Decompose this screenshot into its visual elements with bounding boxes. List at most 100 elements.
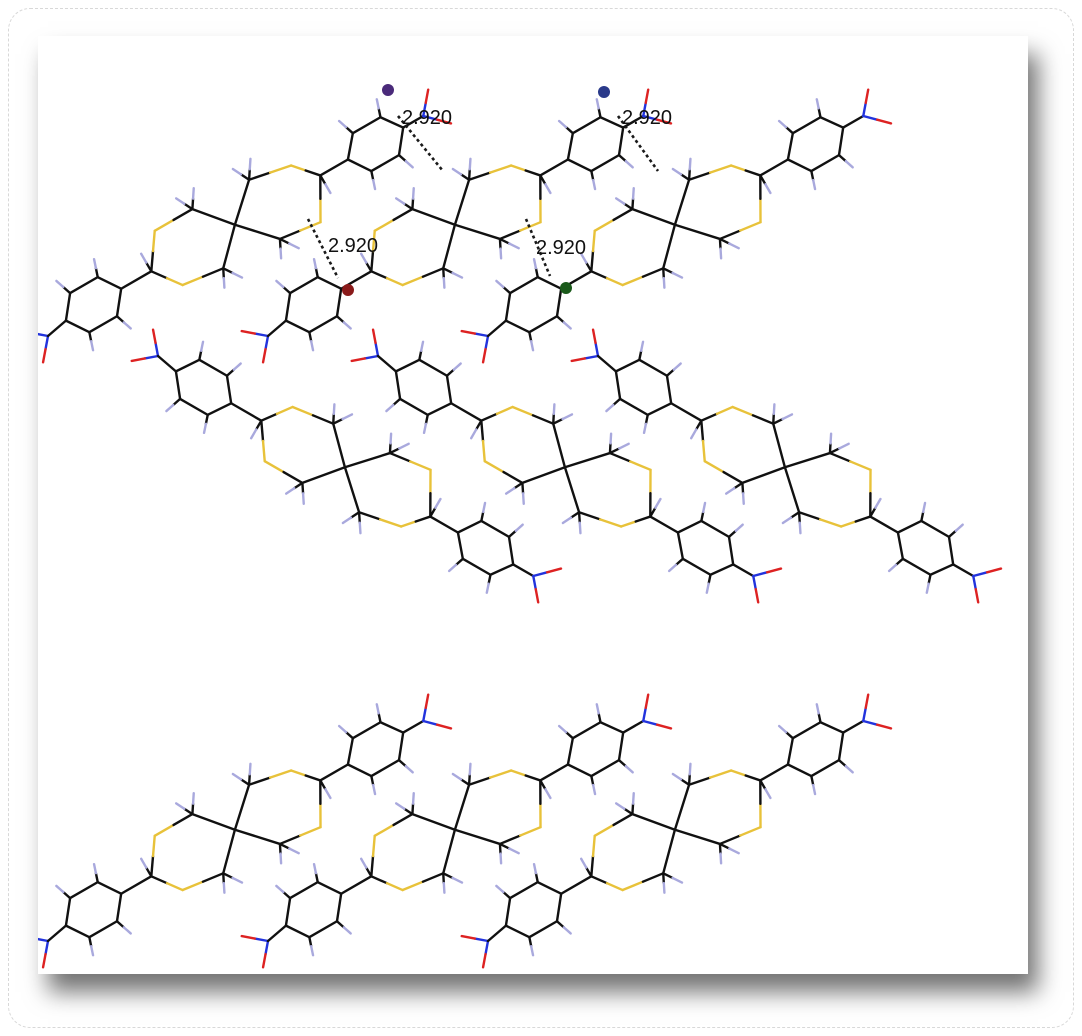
bond-half	[468, 157, 472, 171]
molecule-9	[460, 693, 893, 969]
bond-half	[264, 334, 270, 351]
bond-half	[460, 934, 477, 940]
bond-half	[954, 523, 964, 532]
bond-half	[498, 237, 511, 245]
bond	[401, 719, 425, 734]
bond-half	[403, 202, 414, 211]
bond-half	[617, 153, 628, 163]
bond-half	[201, 872, 225, 883]
bond-half	[480, 412, 499, 422]
bond	[394, 370, 402, 401]
contact-line-4	[524, 218, 552, 277]
bond-half	[838, 442, 850, 450]
bond-half	[289, 769, 307, 777]
bond-half	[370, 249, 375, 273]
bond-half	[240, 329, 257, 335]
bond-half	[644, 693, 650, 710]
bond-half	[143, 354, 160, 360]
bond-half	[248, 157, 252, 171]
bond-half	[671, 167, 683, 176]
bond	[398, 397, 429, 417]
bond	[308, 920, 339, 939]
bond	[284, 291, 292, 322]
bond-half	[921, 501, 927, 514]
bond-half	[741, 481, 745, 495]
bond-half	[394, 197, 406, 205]
bond-half	[239, 173, 251, 181]
bond	[837, 731, 845, 762]
bond-half	[392, 397, 402, 407]
bond-half	[44, 939, 50, 956]
bond	[676, 519, 703, 534]
bond	[528, 315, 559, 334]
bond	[759, 158, 790, 177]
bond-half	[754, 587, 760, 604]
bond-half	[655, 118, 673, 125]
bond-half	[534, 871, 539, 884]
bond	[786, 763, 813, 778]
bond	[896, 519, 923, 534]
bond-half	[498, 842, 502, 855]
bond-half	[454, 557, 465, 567]
bond-half	[612, 207, 634, 222]
bond-half	[590, 249, 595, 273]
bond-half	[687, 171, 712, 181]
bond-half	[308, 331, 313, 343]
bond	[332, 422, 347, 469]
bond-half	[122, 926, 132, 935]
bond-half	[759, 197, 762, 224]
bond-half	[88, 936, 93, 948]
bond-half	[751, 414, 775, 425]
bond-half	[605, 276, 624, 287]
bond-half	[671, 876, 684, 884]
bond-half	[864, 88, 870, 105]
bond-half	[593, 218, 615, 233]
bond-half	[278, 229, 302, 241]
bond	[64, 291, 72, 322]
bond-half	[529, 340, 535, 352]
bond-half	[728, 242, 740, 250]
bond-half	[810, 169, 815, 182]
bond-half	[555, 315, 566, 324]
bond-half	[514, 523, 524, 532]
bond-half	[342, 321, 352, 330]
bond	[222, 828, 237, 875]
bond-half	[700, 419, 705, 443]
bond	[810, 758, 841, 778]
bond-half	[467, 168, 471, 181]
bond-half	[777, 119, 788, 129]
bond-half	[324, 183, 332, 195]
bond	[346, 737, 355, 766]
bond-half	[641, 267, 665, 278]
bond-half	[875, 723, 893, 730]
bond-half	[232, 362, 242, 371]
bond-half	[532, 571, 549, 578]
bond-half	[662, 881, 666, 894]
bond-half	[411, 792, 415, 805]
bond	[88, 920, 119, 939]
bond-half	[268, 769, 293, 779]
bond	[411, 207, 457, 226]
bond-half	[561, 413, 574, 421]
bond-half	[811, 178, 817, 191]
bond-half	[41, 347, 47, 364]
bond-half	[947, 529, 958, 539]
bond-half	[524, 774, 542, 782]
bond	[563, 466, 581, 514]
bond-half	[608, 447, 621, 455]
bond-half	[590, 169, 595, 182]
bond-half	[887, 563, 898, 573]
bond-half	[253, 332, 270, 338]
bond-half	[467, 171, 492, 181]
bond-half	[532, 862, 538, 875]
bond-half	[700, 412, 719, 422]
bond	[841, 114, 865, 129]
bond-half	[642, 719, 659, 726]
bond-half	[282, 470, 304, 485]
bond	[426, 402, 453, 417]
bond-half	[261, 952, 267, 969]
bond-half	[862, 719, 879, 726]
bond-half	[371, 834, 376, 858]
bond	[621, 719, 645, 734]
bond-half	[389, 432, 393, 445]
